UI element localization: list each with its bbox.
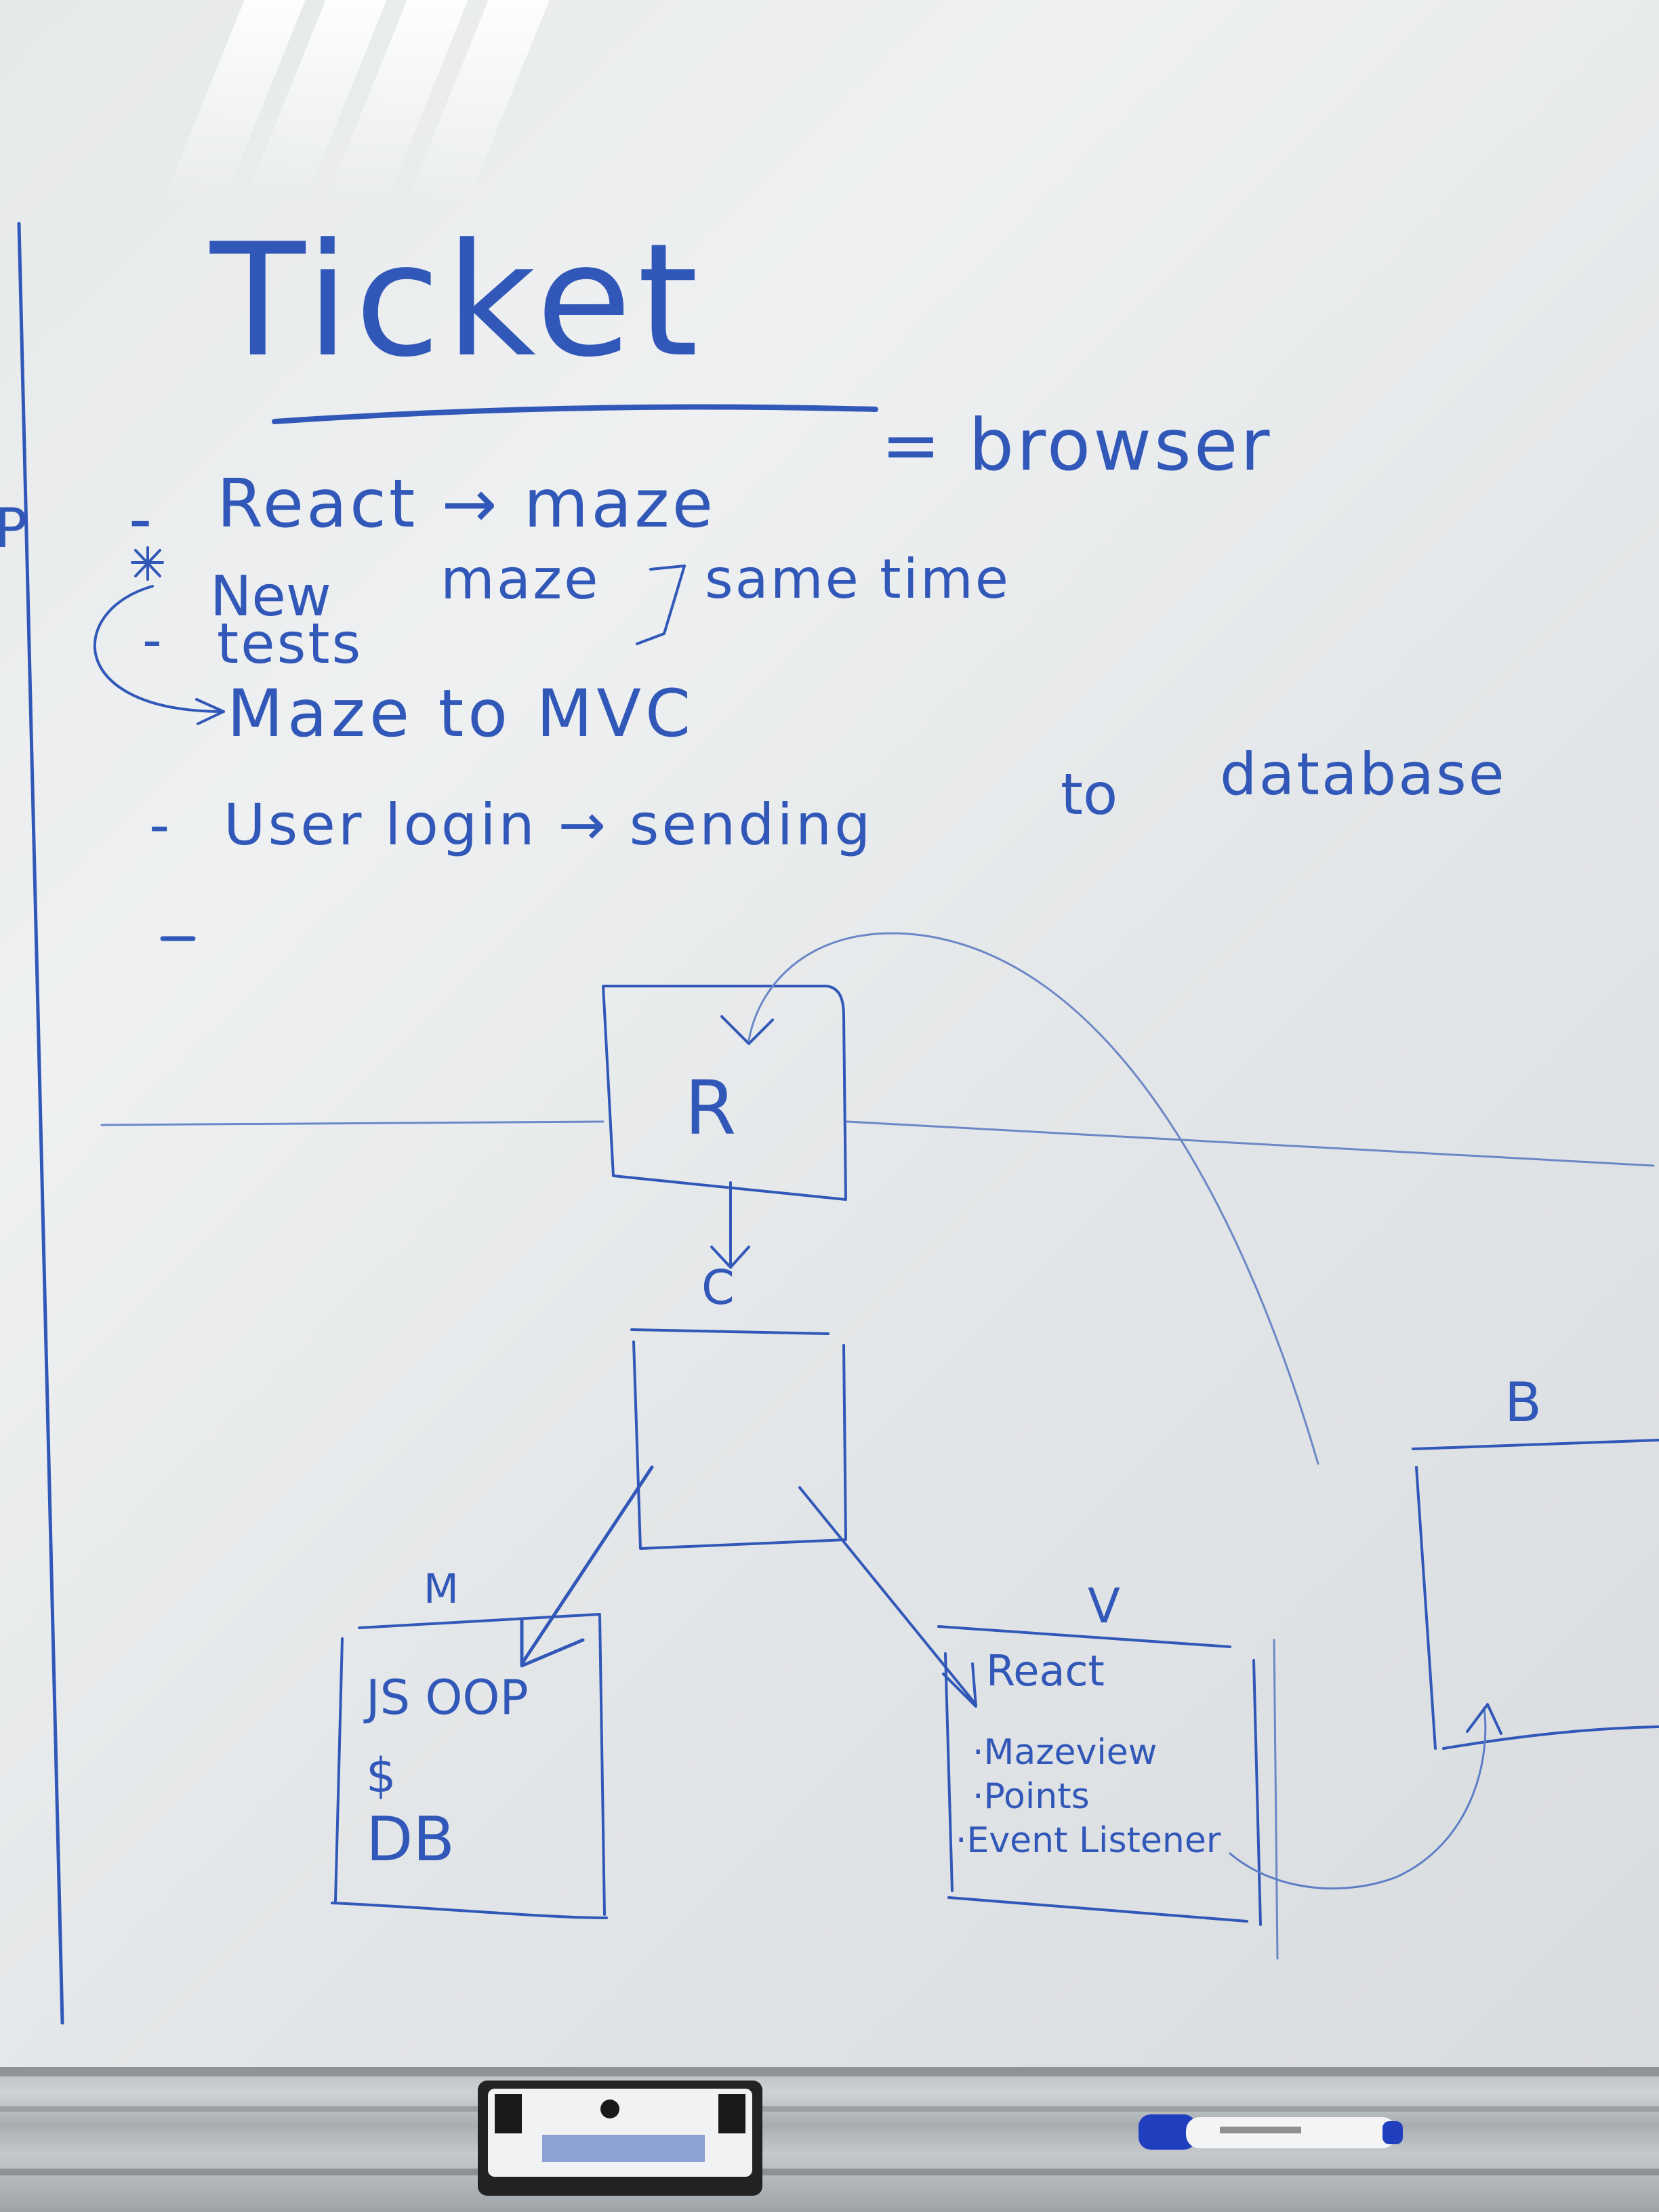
browser-box <box>1412 1439 1659 1750</box>
browser-arc <box>747 932 1319 1465</box>
browser-label: B <box>1504 1371 1542 1434</box>
note-react-maze: React → maze <box>217 466 716 543</box>
note-database: database <box>1220 741 1507 808</box>
note-to: to <box>1061 761 1118 827</box>
model-label: M <box>424 1565 459 1613</box>
model-item: JS OOP <box>366 1670 529 1725</box>
whiteboard: P Ticket - React → maze = browser New ma… <box>0 0 1659 2067</box>
note-bullet: - <box>142 609 162 672</box>
view-item: ·Event Listener <box>956 1820 1221 1861</box>
curved-arrow <box>93 585 225 713</box>
note-maze-to-mvc: Maze to MVC <box>227 676 695 752</box>
model-item: DB <box>366 1804 455 1875</box>
marker-tray <box>0 2067 1659 2212</box>
view-box <box>937 1625 1262 1926</box>
title-underline <box>272 404 878 424</box>
controller-label: C <box>701 1260 735 1315</box>
view-label: V <box>1088 1578 1120 1634</box>
controller-box <box>630 1328 847 1550</box>
marker-icon[interactable] <box>1139 2114 1403 2150</box>
router-box <box>602 985 847 1201</box>
note-new: New <box>210 565 331 629</box>
view-item: ·Mazeview <box>972 1732 1158 1773</box>
view-header: React <box>986 1646 1105 1696</box>
model-box <box>331 1613 608 1919</box>
router-label: R <box>684 1065 737 1151</box>
margin-line <box>17 222 64 2025</box>
note-maze: maze <box>441 548 600 612</box>
thin-line <box>100 1120 1655 1167</box>
note-user-login: User login → sending <box>224 792 874 858</box>
note-bullet: - <box>129 483 152 557</box>
view-item: ·Points <box>972 1776 1090 1817</box>
margin-mark: P <box>0 497 28 560</box>
note-browser: = browser <box>881 404 1273 487</box>
note-bullet: - <box>149 792 170 858</box>
note-tests: tests <box>217 612 363 676</box>
board-title: Ticket <box>210 211 704 392</box>
eraser-icon[interactable] <box>478 2081 762 2196</box>
marker-drawing <box>17 222 1659 2025</box>
note-same-time: same time <box>705 548 1011 611</box>
model-item: $ <box>366 1748 396 1803</box>
